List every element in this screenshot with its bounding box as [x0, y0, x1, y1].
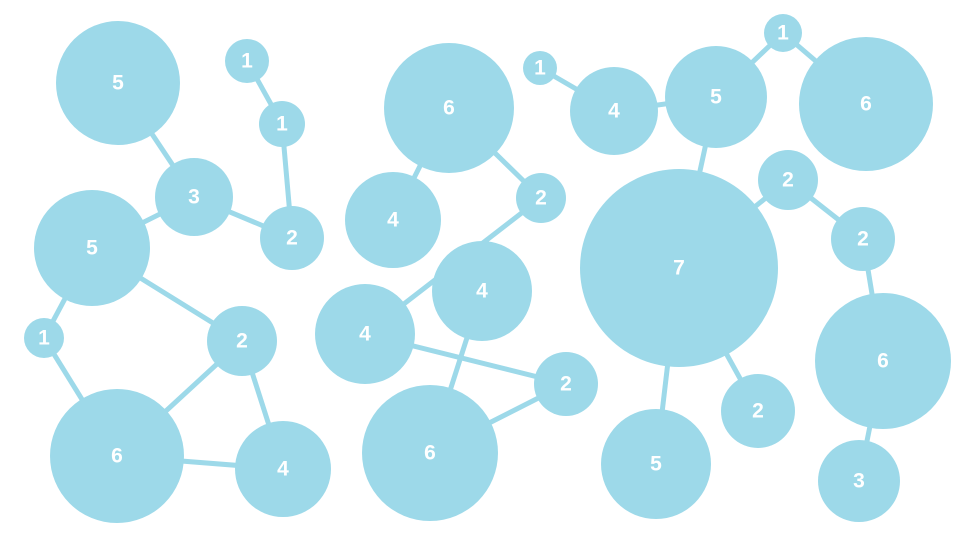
node-circle — [815, 293, 951, 429]
node-label: 2 — [286, 227, 298, 250]
node-label: 2 — [782, 169, 794, 192]
node-n10: 4 — [235, 421, 331, 517]
node-circle — [155, 158, 233, 236]
node-n26: 6 — [815, 293, 951, 429]
node-label: 7 — [673, 257, 685, 280]
node-circle — [345, 172, 441, 268]
node-n23: 7 — [580, 169, 778, 367]
node-n25: 2 — [831, 207, 895, 271]
node-n27: 2 — [721, 374, 795, 448]
node-n14: 4 — [315, 284, 415, 384]
node-circle — [758, 150, 818, 210]
node-circle — [225, 39, 269, 83]
node-label: 2 — [535, 187, 547, 210]
node-label: 6 — [877, 350, 889, 373]
node-n18: 1 — [523, 51, 557, 85]
node-layer: 5 1 1 3 2 5 1 2 6 4 6 4 2 4 4 2 6 1 4 5 1 6 7 2 2 6 2 5 3 — [24, 14, 951, 523]
node-label: 2 — [857, 228, 869, 251]
node-circle — [50, 389, 184, 523]
node-label: 3 — [853, 470, 865, 493]
node-label: 3 — [188, 186, 200, 209]
node-label: 4 — [277, 458, 289, 481]
node-label: 4 — [608, 100, 620, 123]
node-n9: 6 — [50, 389, 184, 523]
node-circle — [432, 241, 532, 341]
node-label: 4 — [387, 209, 399, 232]
node-circle — [799, 37, 933, 171]
node-label: 5 — [112, 72, 124, 95]
node-label: 1 — [241, 50, 253, 73]
node-n22: 6 — [799, 37, 933, 171]
node-label: 1 — [38, 327, 50, 350]
node-circle — [260, 206, 324, 270]
node-circle — [764, 14, 802, 52]
node-n20: 5 — [665, 46, 767, 148]
node-label: 5 — [710, 86, 722, 109]
node-circle — [235, 421, 331, 517]
node-circle — [665, 46, 767, 148]
node-circle — [315, 284, 415, 384]
node-n24: 2 — [758, 150, 818, 210]
node-label: 6 — [424, 442, 436, 465]
node-label: 1 — [777, 22, 789, 45]
node-circle — [818, 440, 900, 522]
node-circle — [601, 409, 711, 519]
node-label: 2 — [560, 373, 572, 396]
node-n13: 2 — [516, 173, 566, 223]
node-circle — [523, 51, 557, 85]
node-n6: 5 — [34, 190, 150, 306]
node-n16: 2 — [534, 352, 598, 416]
node-label: 5 — [86, 237, 98, 260]
node-label: 1 — [534, 57, 546, 80]
node-n19: 4 — [570, 67, 658, 155]
node-n28: 5 — [601, 409, 711, 519]
node-n29: 3 — [818, 440, 900, 522]
node-circle — [207, 306, 277, 376]
node-n12: 4 — [345, 172, 441, 268]
node-label: 6 — [111, 445, 123, 468]
node-n21: 1 — [764, 14, 802, 52]
node-n15: 4 — [432, 241, 532, 341]
node-label: 2 — [236, 330, 248, 353]
node-label: 4 — [359, 323, 371, 346]
node-circle — [831, 207, 895, 271]
node-n8: 2 — [207, 306, 277, 376]
node-n2: 1 — [225, 39, 269, 83]
node-circle — [259, 101, 305, 147]
node-circle — [534, 352, 598, 416]
node-circle — [580, 169, 778, 367]
node-n7: 1 — [24, 318, 64, 358]
node-label: 1 — [276, 113, 288, 136]
node-n17: 6 — [362, 385, 498, 521]
node-circle — [56, 21, 180, 145]
node-circle — [34, 190, 150, 306]
node-n3: 1 — [259, 101, 305, 147]
node-circle — [24, 318, 64, 358]
node-circle — [384, 43, 514, 173]
node-label: 2 — [752, 400, 764, 423]
node-label: 6 — [860, 93, 872, 116]
node-label: 4 — [476, 280, 488, 303]
node-n5: 2 — [260, 206, 324, 270]
node-circle — [570, 67, 658, 155]
node-circle — [362, 385, 498, 521]
node-circle — [516, 173, 566, 223]
node-n1: 5 — [56, 21, 180, 145]
node-circle — [721, 374, 795, 448]
node-label: 6 — [443, 97, 455, 120]
node-n11: 6 — [384, 43, 514, 173]
node-label: 5 — [650, 453, 662, 476]
node-n4: 3 — [155, 158, 233, 236]
